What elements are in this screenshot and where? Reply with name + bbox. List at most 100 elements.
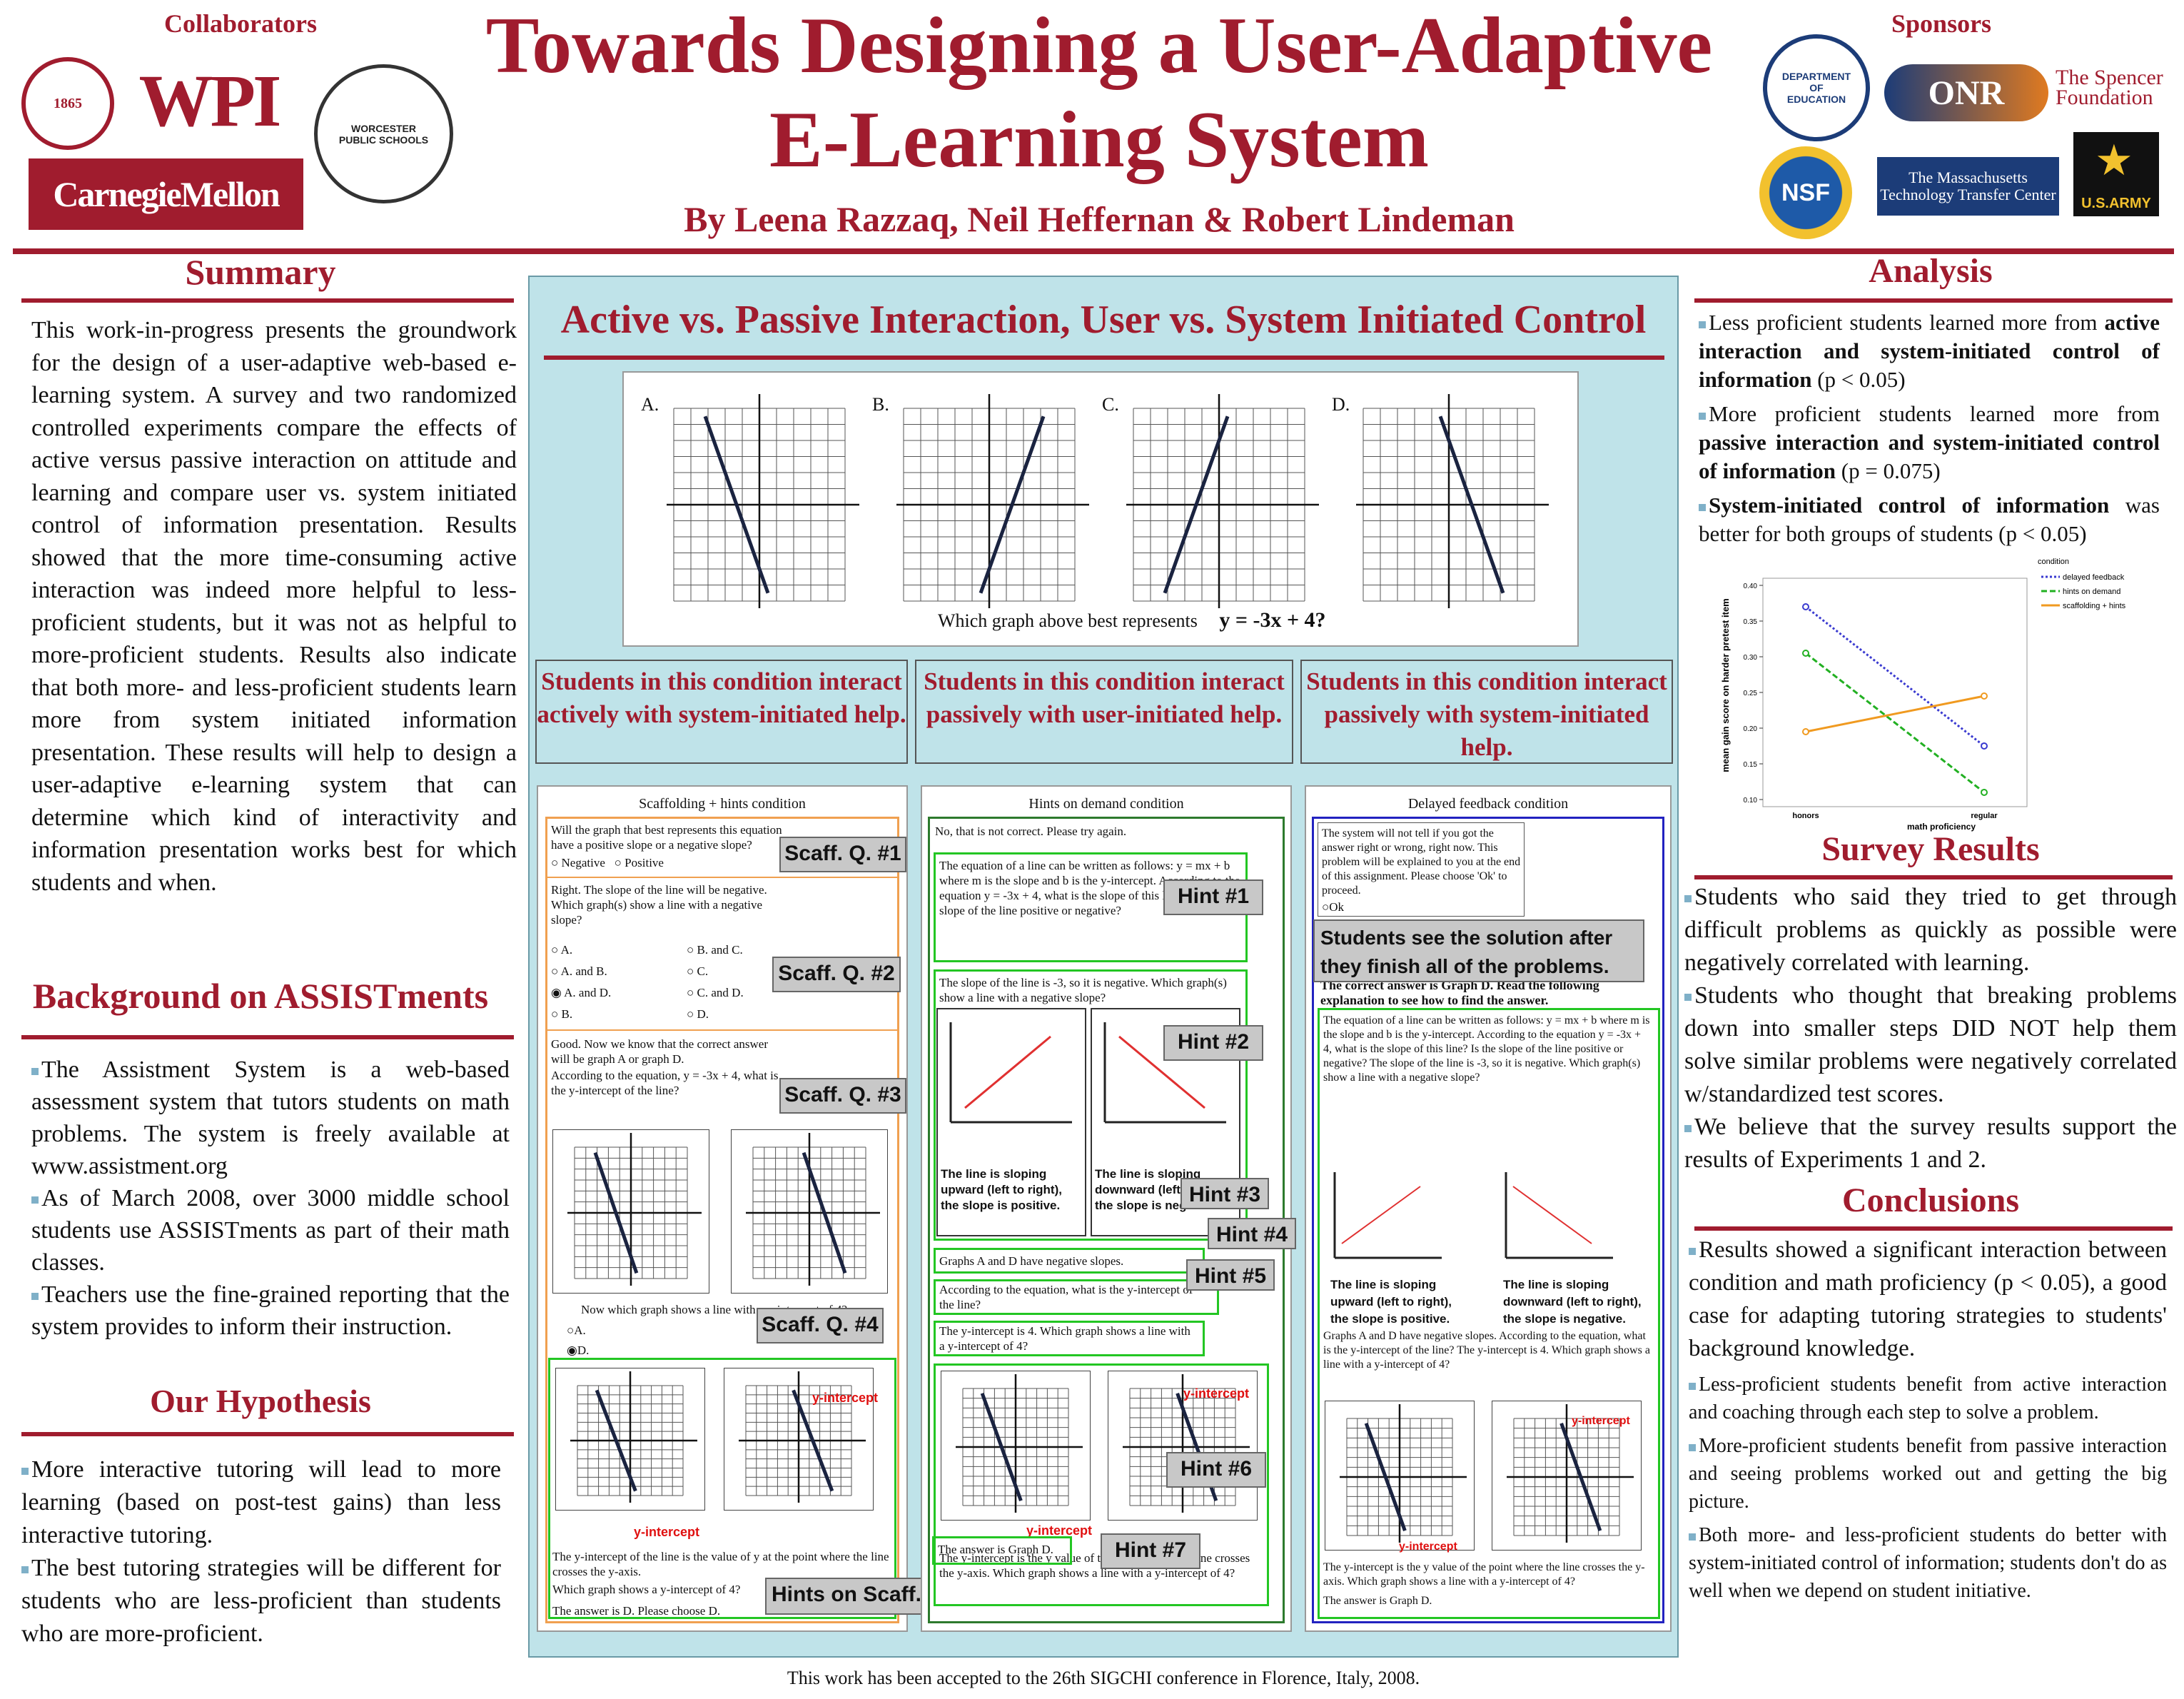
panel1-q3a: Good. Now we know that the correct answe… bbox=[551, 1037, 769, 1066]
conclusions-heading: Conclusions bbox=[1841, 1181, 2020, 1219]
cmu-logo-text: CarnegieMellon bbox=[53, 174, 280, 214]
bullet-icon bbox=[1699, 412, 1706, 420]
onr-logo-text: ONR bbox=[1928, 74, 2005, 112]
survey-item: We believe that the survey results suppo… bbox=[1684, 1111, 2177, 1176]
panel1-q4-opts: ○A.◉D. bbox=[567, 1324, 590, 1357]
mini-graph-d bbox=[731, 1129, 888, 1294]
slope-down-icon bbox=[1103, 1022, 1226, 1124]
analysis-rule bbox=[1694, 298, 2173, 303]
hypothesis-item: More interactive tutoring will lead to m… bbox=[21, 1453, 501, 1552]
spencer-logo-text: The Spencer Foundation bbox=[2056, 66, 2163, 109]
slope-up-icon bbox=[1333, 1172, 1442, 1259]
panel2-h3: Graphs A and D have negative slopes. bbox=[939, 1254, 1124, 1268]
bullet-icon bbox=[1689, 1382, 1696, 1390]
hint5-frame bbox=[934, 1321, 1205, 1356]
panel1-pos: Positive bbox=[625, 856, 664, 869]
series-line bbox=[1805, 695, 1985, 733]
graph-letter-c: C. bbox=[1102, 394, 1119, 415]
mttc-logo: The Massachusetts Technology Transfer Ce… bbox=[1877, 157, 2059, 216]
bullet-icon bbox=[21, 1566, 29, 1574]
panel3-t2: The correct answer is Graph D. Read the … bbox=[1320, 978, 1599, 1007]
panel1-yint-2: y-intercept bbox=[634, 1525, 700, 1539]
panel2-h5: The y-intercept is 4. Which graph shows … bbox=[939, 1324, 1190, 1353]
bullet-icon bbox=[31, 1293, 39, 1301]
conclusions-item-text: Both more- and less-proficient students … bbox=[1689, 1524, 2167, 1602]
panel2-up: The line is sloping upward (left to righ… bbox=[941, 1167, 1062, 1212]
survey-heading: Survey Results bbox=[1821, 830, 2040, 868]
opt: A. bbox=[560, 943, 573, 957]
condition-box-3: Students in this condition interact pass… bbox=[1300, 660, 1673, 764]
hints-on-demand-panel: Hints on demand condition No, that is no… bbox=[921, 785, 1292, 1632]
mini-graph-svg bbox=[739, 1371, 866, 1503]
graph-line bbox=[980, 1392, 1023, 1502]
x-tick-label: regular bbox=[1971, 812, 1998, 820]
mini-graph-svg bbox=[746, 1133, 880, 1286]
series-point bbox=[1981, 742, 1988, 750]
panel3-t6: The answer is Graph D. bbox=[1323, 1595, 1432, 1607]
scaff-q3-label: Scaff. Q. #3 bbox=[779, 1078, 906, 1114]
doe-logo-text: DEPARTMENT OF EDUCATION bbox=[1781, 71, 1851, 105]
graph-line bbox=[1364, 1422, 1407, 1532]
series-point bbox=[1802, 650, 1809, 657]
scaff-q1-label: Scaff. Q. #1 bbox=[779, 837, 906, 872]
mini-graph-svg bbox=[567, 1133, 702, 1286]
hint4-frame bbox=[934, 1279, 1219, 1315]
poster-title-line2: E-Learning System bbox=[769, 96, 1429, 184]
mini-graph-svg bbox=[570, 1371, 697, 1503]
graph-line bbox=[792, 1389, 834, 1492]
wpi-logo-text: WPI bbox=[138, 59, 282, 142]
opt: B. and C. bbox=[697, 943, 743, 957]
hint3-label: Hint #3 bbox=[1181, 1178, 1269, 1209]
conclusions-item-text: Less-proficient students benefit from ac… bbox=[1689, 1373, 2167, 1423]
series-point bbox=[1802, 728, 1809, 735]
legend-label: scaffolding + hints bbox=[2063, 602, 2126, 610]
opt: D. bbox=[697, 1007, 709, 1021]
hint6-frame bbox=[934, 1363, 1269, 1606]
solution-note-label: Students see the solution after they fin… bbox=[1313, 919, 1644, 982]
survey-item-text: Students who said they tried to get thro… bbox=[1684, 884, 2177, 976]
opt: D. bbox=[577, 1343, 590, 1357]
graph-line bbox=[595, 1389, 637, 1492]
background-rule bbox=[21, 1035, 514, 1039]
hint7-frame bbox=[932, 1536, 1072, 1565]
opt: B. bbox=[561, 1007, 573, 1021]
panel3-title: Delayed feedback condition bbox=[1407, 796, 1569, 812]
panel3-t3: The equation of a line can be written as… bbox=[1323, 1014, 1650, 1084]
panel3-intro-box bbox=[1318, 822, 1525, 917]
survey-item: Students who said they tried to get thro… bbox=[1684, 881, 2177, 979]
graph-line bbox=[1559, 1422, 1602, 1532]
header-divider bbox=[13, 248, 2174, 254]
panel3-t4: Graphs A and D have negative slopes. Acc… bbox=[1323, 1330, 1650, 1371]
opt: A. bbox=[574, 1324, 586, 1337]
bullet-icon bbox=[1699, 503, 1706, 511]
opt: C. and D. bbox=[697, 986, 744, 999]
panel1-options: ○ A.○ B. and C. ○ A. and B.○ C. ◉ A. and… bbox=[551, 943, 744, 1021]
question-graphs-svg bbox=[667, 394, 1549, 608]
legend-label: delayed feedback bbox=[2063, 573, 2125, 582]
series-point bbox=[1981, 692, 1988, 700]
survey-list: Students who said they tried to get thro… bbox=[1684, 881, 2177, 1176]
legend-title: condition bbox=[2038, 558, 2069, 566]
bullet-icon bbox=[1689, 1248, 1696, 1256]
analysis-item: Less proficient students learned more fr… bbox=[1699, 308, 2160, 394]
series-line bbox=[1805, 605, 1985, 747]
hint6-label: Hint #6 bbox=[1166, 1452, 1266, 1488]
graph-equation: y = -3x + 4? bbox=[1219, 608, 1326, 632]
question-graphs-panel: A. B. C. D. Which graph above best repre… bbox=[622, 371, 1579, 647]
graph-line bbox=[1163, 415, 1230, 594]
mini-graph-a bbox=[1325, 1401, 1475, 1551]
hint7-label: Hint #7 bbox=[1101, 1533, 1200, 1569]
slope-up-icon bbox=[949, 1022, 1072, 1124]
panel3-frame bbox=[1312, 817, 1664, 1623]
conclusions-item-text: Results showed a significant interaction… bbox=[1689, 1237, 2167, 1361]
analysis-bold: active interaction and system-initiated … bbox=[1699, 310, 2160, 392]
analysis-text: was better for both groups of students (… bbox=[1699, 493, 2160, 546]
mini-graph-d bbox=[1492, 1401, 1642, 1551]
hypothesis-heading: Our Hypothesis bbox=[150, 1383, 371, 1419]
army-star-icon: ★ bbox=[2095, 137, 2133, 184]
bullet-icon bbox=[1684, 994, 1692, 1002]
panel3-yint-2: y-intercept bbox=[1399, 1541, 1457, 1553]
panel3-solution-frame bbox=[1318, 1008, 1660, 1619]
hint4-label: Hint #4 bbox=[1208, 1218, 1296, 1249]
scaff-q4-label: Scaff. Q. #4 bbox=[757, 1308, 884, 1343]
